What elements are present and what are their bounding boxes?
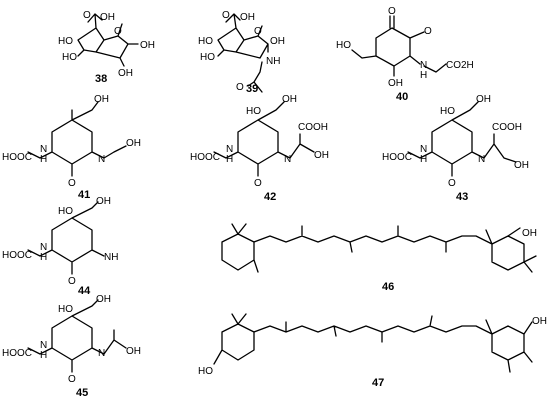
atom-label: OH bbox=[314, 150, 329, 161]
atom-label: H bbox=[420, 154, 427, 165]
compound-id: 46 bbox=[382, 281, 394, 293]
atom-label: OH bbox=[522, 228, 537, 239]
compound-42: HO OH COOH HOOC N H O N OH 42 bbox=[190, 94, 329, 203]
atom-label: HO bbox=[58, 206, 73, 217]
atom-label: OH bbox=[476, 94, 491, 105]
atom-label: HO bbox=[58, 304, 73, 315]
atom-label: N bbox=[40, 242, 47, 253]
compound-id: 45 bbox=[76, 387, 88, 399]
atom-label: O bbox=[424, 26, 432, 37]
atom-label: OH bbox=[96, 196, 111, 207]
atom-label: OH bbox=[532, 316, 547, 327]
atom-label: O bbox=[448, 178, 456, 189]
atom-label: OH bbox=[96, 294, 111, 305]
atom-label: HOOC bbox=[2, 152, 32, 163]
atom-label: O bbox=[68, 374, 76, 385]
atom-label: O bbox=[68, 178, 76, 189]
atom-label: H bbox=[40, 350, 47, 361]
atom-label: N bbox=[40, 340, 47, 351]
compound-43: HO OH COOH HOOC N H O N OH 43 bbox=[382, 94, 529, 203]
atom-label: O bbox=[388, 6, 396, 17]
compound-46: OH 46 bbox=[221, 223, 537, 293]
atom-label: O bbox=[222, 10, 230, 21]
atom-label: OH bbox=[270, 36, 285, 47]
atom-label: OH bbox=[388, 78, 403, 89]
compound-id: 41 bbox=[78, 189, 90, 201]
atom-label: HOOC bbox=[382, 152, 412, 163]
atom-label: HOOC bbox=[190, 152, 220, 163]
compound-id: 47 bbox=[372, 377, 384, 389]
atom-label: N bbox=[420, 60, 427, 71]
compound-47: OH HO 47 bbox=[198, 313, 547, 389]
atom-label: O bbox=[114, 26, 122, 37]
atom-label: OH bbox=[282, 94, 297, 105]
atom-label: N bbox=[40, 144, 47, 155]
atom-label: HO bbox=[440, 106, 455, 117]
atom-label: H bbox=[40, 154, 47, 165]
atom-label: OH bbox=[100, 12, 115, 23]
atom-label: N bbox=[478, 154, 485, 165]
atom-label: OH bbox=[118, 68, 133, 79]
compound-40: O O HO OH N H CO2H 40 bbox=[336, 6, 474, 103]
atom-label: OH bbox=[240, 12, 255, 23]
atom-label: CO2H bbox=[446, 60, 474, 71]
compound-41: OH HOOC N H O N OH 41 bbox=[2, 94, 141, 201]
atom-label: H bbox=[420, 70, 427, 81]
atom-label: OH bbox=[140, 40, 155, 51]
atom-label: HO bbox=[62, 52, 77, 63]
atom-label: N bbox=[420, 144, 427, 155]
compound-id: 44 bbox=[78, 285, 91, 297]
atom-label: NH bbox=[266, 56, 280, 67]
compound-id: 42 bbox=[264, 191, 276, 203]
atom-label: HO bbox=[198, 36, 213, 47]
atom-label: OH bbox=[126, 138, 141, 149]
compound-id: 40 bbox=[396, 91, 408, 103]
atom-label: H bbox=[40, 252, 47, 263]
compound-38: O OH HO HO O OH OH 38 bbox=[58, 10, 155, 85]
atom-label: HO bbox=[198, 366, 213, 377]
atom-label: O bbox=[68, 276, 76, 287]
atom-label: COOH bbox=[492, 122, 522, 133]
atom-label: O bbox=[83, 10, 91, 21]
compound-45: HO OH HOOC N H O N OH 45 bbox=[2, 294, 141, 399]
atom-label: HO bbox=[336, 40, 351, 51]
atom-label: OH bbox=[126, 346, 141, 357]
atom-label: OH bbox=[514, 160, 529, 171]
atom-label: COOH bbox=[298, 122, 328, 133]
compound-39: O OH HO HO O OH NH O 39 bbox=[198, 10, 285, 95]
atom-label: N bbox=[284, 154, 291, 165]
atom-label: N bbox=[98, 348, 105, 359]
atom-label: HOOC bbox=[2, 250, 32, 261]
compound-id: 43 bbox=[456, 191, 468, 203]
atom-label: N bbox=[98, 154, 105, 165]
atom-label: HO bbox=[58, 36, 73, 47]
atom-label: NH bbox=[104, 252, 118, 263]
compound-44: HO OH HOOC N H O NH 44 bbox=[2, 196, 118, 297]
compound-id: 39 bbox=[246, 83, 258, 95]
atom-label: N bbox=[226, 144, 233, 155]
atom-label: HO bbox=[200, 52, 215, 63]
compound-id: 38 bbox=[95, 73, 107, 85]
atom-label: HO bbox=[246, 106, 261, 117]
atom-label: OH bbox=[94, 94, 109, 105]
atom-label: O bbox=[236, 82, 244, 93]
atom-label: O bbox=[254, 26, 262, 37]
atom-label: O bbox=[254, 178, 262, 189]
atom-label: HOOC bbox=[2, 348, 32, 359]
atom-label: H bbox=[226, 154, 233, 165]
